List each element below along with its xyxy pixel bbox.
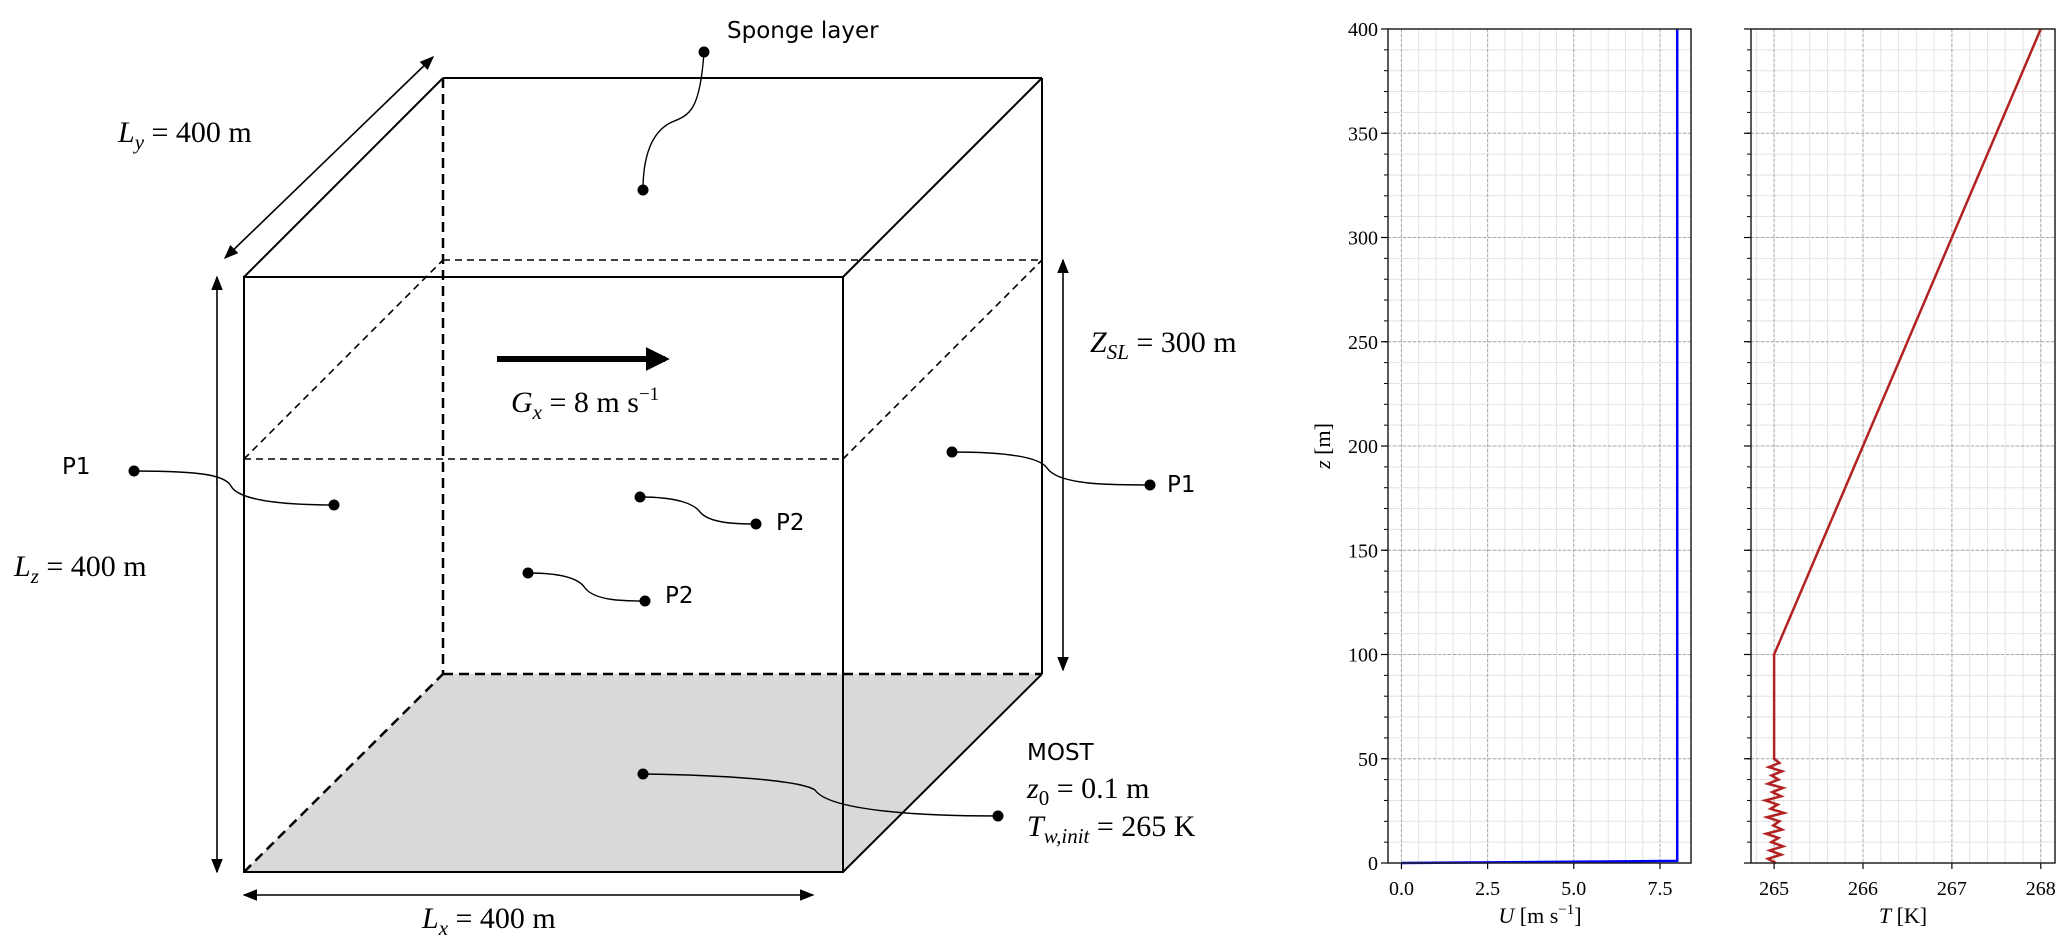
p2-upper-dot: [634, 491, 646, 503]
most-tw: Tw,init = 265 K: [1027, 810, 1196, 848]
leader-dots: [128, 46, 1156, 822]
y-tick-label: 0: [1368, 853, 1378, 875]
sponge-layer-label: Sponge layer: [727, 18, 879, 44]
ly-label: Ly = 400 m: [117, 116, 252, 154]
leader-lines: [133, 51, 1151, 817]
y-tick-label: 50: [1358, 749, 1378, 771]
x-tick-label: 267: [1937, 878, 1967, 900]
y-tick-label: 100: [1348, 645, 1378, 667]
dimension-arrows: [211, 55, 1069, 901]
p1-left-dot: [128, 465, 140, 477]
p2-upper-label: P2: [776, 510, 805, 536]
domain-box-diagram: [243, 77, 1043, 873]
t-axis-label: T [K]: [1879, 903, 1927, 928]
sponge-layer-plane: [243, 259, 1043, 460]
x-tick-label: 5.0: [1561, 878, 1586, 900]
y-tick-label: 350: [1348, 123, 1378, 145]
most-title: MOST: [1027, 740, 1095, 766]
series-line-T: [1760, 28, 2042, 865]
y-tick-label: 400: [1348, 19, 1378, 41]
sponge-dot: [698, 46, 710, 58]
u-axis-label: U [m s−1]: [1498, 902, 1581, 928]
p1-left-label: P1: [62, 454, 91, 480]
wind-profile-chart: 0.0 2.5 5.0 7.5 0 50 100 150 200 250 300 350 400: [1348, 19, 1692, 900]
most-dot: [637, 768, 649, 780]
ly-arrow: [223, 55, 435, 260]
front-face: [243, 276, 844, 873]
x-tick-label: 0.0: [1389, 878, 1414, 900]
p2-lower-label: P2: [665, 583, 694, 609]
y-tick-label: 300: [1348, 228, 1378, 250]
y-tick-label: 150: [1348, 540, 1378, 562]
p2-lower-dot: [522, 567, 534, 579]
temperature-profile-chart: 265 266 267 268: [1744, 28, 2056, 900]
y-tick-label: 250: [1348, 332, 1378, 354]
zsl-label: ZSL = 300 m: [1090, 326, 1237, 364]
bottom-left-depth-edge: [243, 673, 444, 873]
lx-label: Lx = 400 m: [421, 902, 556, 940]
x-tick-label: 266: [1848, 878, 1878, 900]
gx-label: Gx = 8 m s−1: [511, 384, 659, 424]
x-tick-label: 2.5: [1475, 878, 1500, 900]
x-tick-label: 265: [1759, 878, 1789, 900]
y-tick-label: 200: [1348, 436, 1378, 458]
x-tick-label: 7.5: [1647, 878, 1672, 900]
z-axis-label: z [m]: [1310, 423, 1335, 470]
plot-frame: [1387, 28, 1692, 864]
lz-label: Lz = 400 m: [13, 550, 147, 588]
x-tick-label: 268: [2026, 878, 2056, 900]
most-z0: z0 = 0.1 m: [1026, 772, 1149, 810]
plot-frame: [1750, 28, 2056, 864]
p1-right-dot: [946, 446, 958, 458]
p1-right-label: P1: [1167, 472, 1196, 498]
